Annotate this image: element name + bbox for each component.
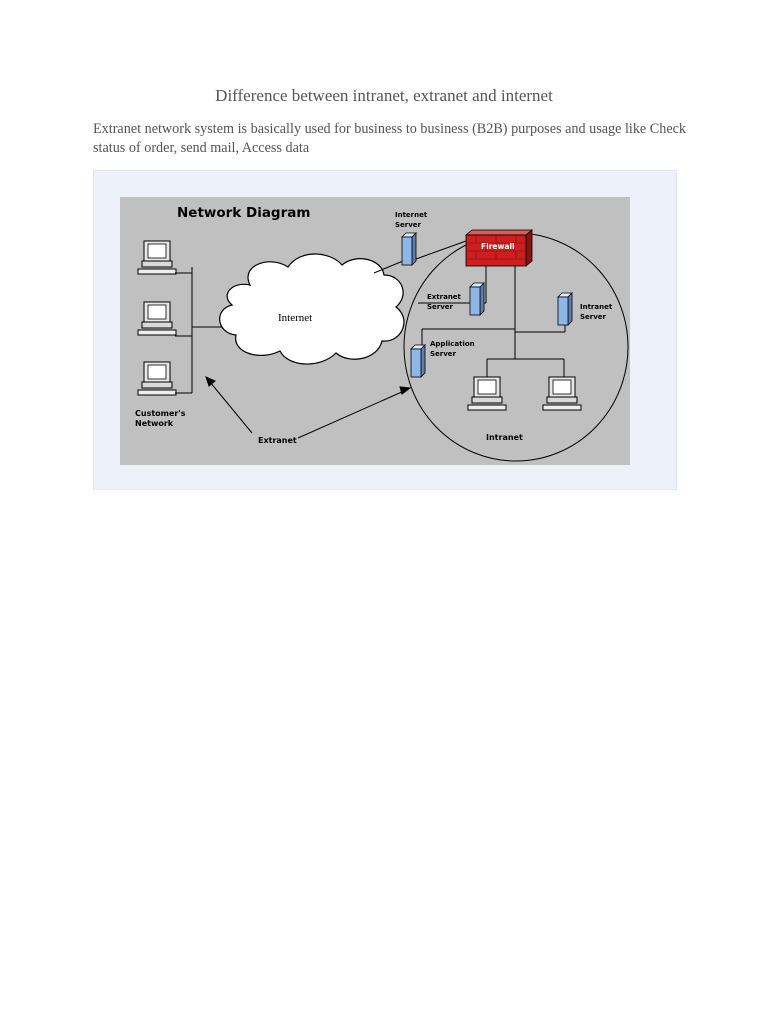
- page-title: Difference between intranet, extranet an…: [215, 86, 553, 105]
- network-diagram: Network Diagram Customer's Network Inter…: [120, 197, 630, 465]
- intranet-pc-2: [542, 376, 582, 411]
- internet-server-label: Internet: [395, 211, 428, 219]
- customers-network-label: Customer's: [135, 409, 186, 418]
- application-server-label: Application: [430, 340, 475, 348]
- intranet-label: Intranet: [486, 433, 523, 442]
- customer-pc-3: [137, 361, 177, 396]
- extranet-server-label: Extranet: [427, 293, 462, 301]
- internet-cloud-icon: [219, 253, 405, 365]
- body-paragraph: Extranet network system is basically use…: [93, 121, 687, 156]
- customer-pc-1: [137, 240, 177, 275]
- customer-network-wiring: [175, 267, 227, 394]
- extranet-server-label-2: Server: [427, 303, 454, 311]
- customers-network-label-2: Network: [135, 419, 174, 428]
- diagram-heading: Network Diagram: [177, 205, 310, 221]
- extranet-label: Extranet: [258, 436, 297, 445]
- firewall-label: Firewall: [481, 242, 515, 251]
- application-server-label-2: Server: [430, 350, 457, 358]
- extranet-server-icon: [469, 282, 485, 316]
- extranet-arrows: [205, 376, 412, 439]
- customer-pc-2: [137, 301, 177, 336]
- intranet-wiring: [418, 266, 566, 377]
- internet-cloud-label: Internet: [278, 312, 312, 324]
- intranet-server-label: Intranet: [580, 303, 613, 311]
- internet-server-to-firewall-line: [415, 240, 467, 260]
- internet-server-label-2: Server: [395, 221, 422, 229]
- intranet-server-icon: [557, 292, 573, 326]
- firewall-icon: [464, 229, 534, 267]
- internet-server-icon: [401, 232, 417, 266]
- figure-frame: Network Diagram Customer's Network Inter…: [93, 170, 677, 490]
- cloud-to-internet-server-line: [373, 260, 404, 274]
- intranet-server-label-2: Server: [580, 313, 607, 321]
- intranet-pc-1: [467, 376, 507, 411]
- application-server-icon: [410, 344, 426, 378]
